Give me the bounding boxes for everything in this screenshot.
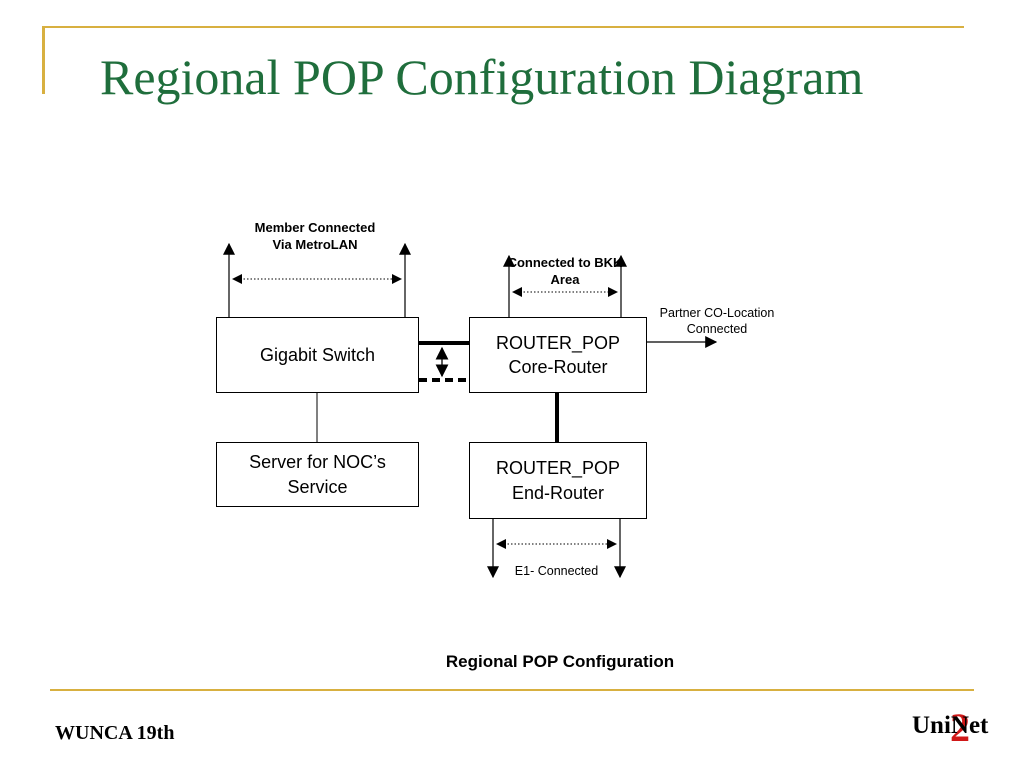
slide-title: Regional POP Configuration Diagram <box>100 49 864 105</box>
metrolan-label: Member Connected Via MetroLAN <box>254 220 376 252</box>
gigabit-switch-label: Gigabit Switch <box>259 344 376 365</box>
diagram-caption: Regional POP Configuration <box>445 652 675 671</box>
server-noc-box: Server for NOC’s Service <box>216 442 419 507</box>
uninet-logo: 2 UniNet <box>912 708 1022 760</box>
bkk-area-label: Connected to BKK Area <box>507 255 623 287</box>
end-router-line2: End-Router <box>511 482 605 503</box>
gigabit-switch-box: Gigabit Switch <box>216 317 419 393</box>
core-router-box: ROUTER_POP Core-Router <box>469 317 647 393</box>
frame-vertical-rule <box>42 26 45 94</box>
logo-number: 2 <box>950 705 970 750</box>
end-router-box: ROUTER_POP End-Router <box>469 442 647 519</box>
end-router-line1: ROUTER_POP <box>495 458 621 479</box>
logo-text: UniNet <box>912 712 989 739</box>
footer-event: WUNCA 19th <box>55 722 175 744</box>
partner-colocation-label: Partner CO-Location Connected <box>659 306 775 337</box>
footer-rule <box>50 689 974 691</box>
server-noc-label: Server for NOC’s Service <box>249 452 386 497</box>
e1-connected-label: E1- Connected <box>514 564 599 578</box>
core-router-line1: ROUTER_POP <box>495 332 621 353</box>
frame-horizontal-rule <box>42 26 964 28</box>
core-router-line2: Core-Router <box>508 357 608 377</box>
